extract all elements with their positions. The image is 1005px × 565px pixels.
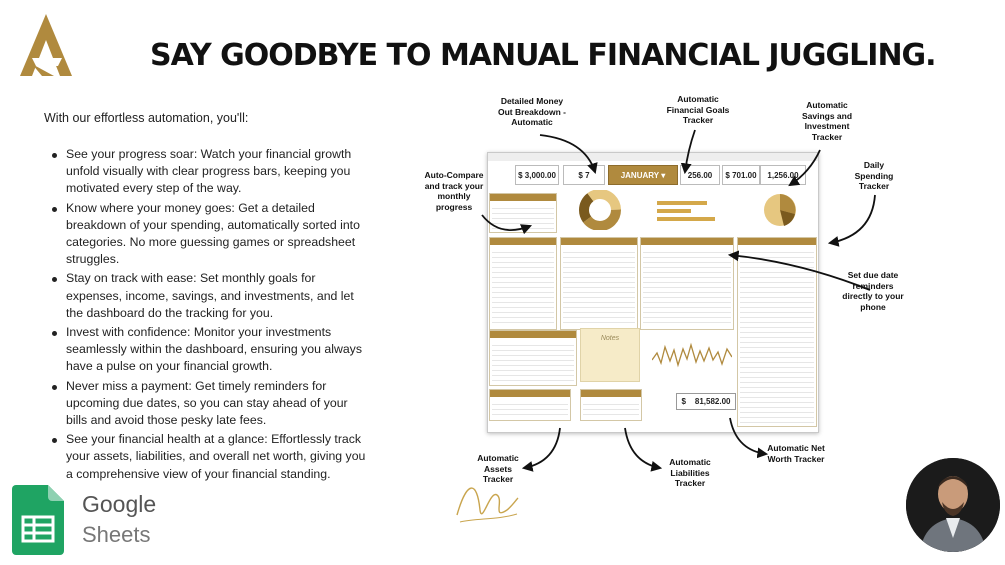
person-icon: [906, 458, 1000, 552]
liabilities-label: Automatic Liabilities Tracker: [669, 457, 711, 488]
savings-label: Automatic Savings and Investment Tracker: [801, 100, 853, 142]
money-out-label: Detailed Money Out Breakdown - Automatic: [497, 96, 566, 127]
google-sheets-icon: [12, 485, 64, 555]
signature-icon: [456, 487, 519, 523]
list-item: Invest with confidence: Monitor your inv…: [50, 324, 368, 376]
assets-arrow: [521, 427, 561, 472]
income-panel: [489, 237, 557, 330]
page-title: SAY GOODBYE TO MANUAL FINANCIAL JUGGLING…: [150, 38, 937, 73]
list-item: See your progress soar: Watch your finan…: [50, 146, 368, 198]
savings-pie-chart: [764, 194, 796, 226]
notes-box: Notes: [580, 328, 640, 382]
savings-tile: 1,256.00: [760, 165, 806, 185]
expense-tile: $ 7: [563, 165, 605, 185]
spending-line-chart: [652, 342, 732, 368]
compare-label: Auto-Compare and track your monthly prog…: [424, 170, 484, 212]
net-worth-label: Automatic Net Worth Tracker: [767, 443, 825, 464]
brand-logo-icon: [20, 14, 72, 76]
liabilities-arrow: [624, 427, 663, 472]
income-tile: $ 3,000.00: [515, 165, 559, 185]
assets-label: Automatic Assets Tracker: [477, 453, 519, 484]
goals-tile: 256.00: [680, 165, 720, 185]
daily-spending-panel: [737, 237, 817, 427]
feature-list: See your progress soar: Watch your finan…: [50, 146, 368, 485]
liabilities-panel: [580, 389, 642, 421]
reminders-label: Set due date reminders directly to your …: [842, 270, 904, 312]
avatar: [906, 458, 1000, 552]
list-item: See your financial health at a glance: E…: [50, 431, 368, 483]
net-worth-tile: $81,582.00: [676, 393, 736, 410]
assets-panel: [489, 389, 571, 421]
list-item: Know where your money goes: Get a detail…: [50, 200, 368, 269]
intro-text: With our effortless automation, you'll:: [44, 111, 249, 125]
bills-panel: [640, 237, 734, 330]
sheets-wordmark: Sheets: [82, 522, 151, 547]
bills-tile: $ 701.00: [722, 165, 760, 185]
savings-investments-panel: [489, 330, 577, 386]
list-item: Stay on track with ease: Set monthly goa…: [50, 270, 368, 322]
goals-label: Automatic Financial Goals Tracker: [666, 94, 730, 125]
compare-panel: [489, 193, 557, 233]
expenses-panel: [560, 237, 638, 330]
month-selector[interactable]: JANUARY ▾: [608, 165, 678, 185]
expenses-donut-chart: [579, 190, 621, 230]
dashboard-toolbar: [488, 153, 818, 161]
google-wordmark: Google: [82, 491, 157, 517]
goals-bar-chart: [657, 201, 715, 221]
daily-label: Daily Spending Tracker: [854, 160, 894, 191]
daily-arrow: [827, 194, 876, 247]
list-item: Never miss a payment: Get timely reminde…: [50, 378, 368, 430]
